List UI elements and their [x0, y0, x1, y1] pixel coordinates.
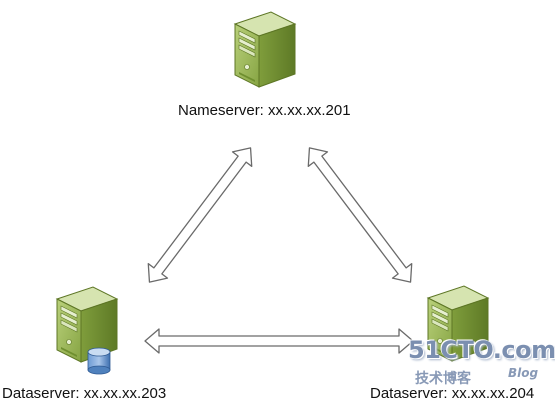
dataserver-right-label: Dataserver: xx.xx.xx.204	[370, 385, 535, 402]
database-icon	[87, 347, 111, 375]
nameserver-server-icon	[234, 11, 296, 88]
nameserver-label: Nameserver: xx.xx.xx.201	[178, 102, 351, 119]
double-arrow-left-to-right	[144, 328, 414, 354]
dataserver-left-label: Dataserver: xx.xx.xx.203	[2, 385, 167, 402]
double-arrow-nameserver-to-right	[307, 147, 413, 283]
dataserver-right-server-icon	[427, 285, 489, 362]
double-arrow-nameserver-to-left	[147, 147, 253, 283]
